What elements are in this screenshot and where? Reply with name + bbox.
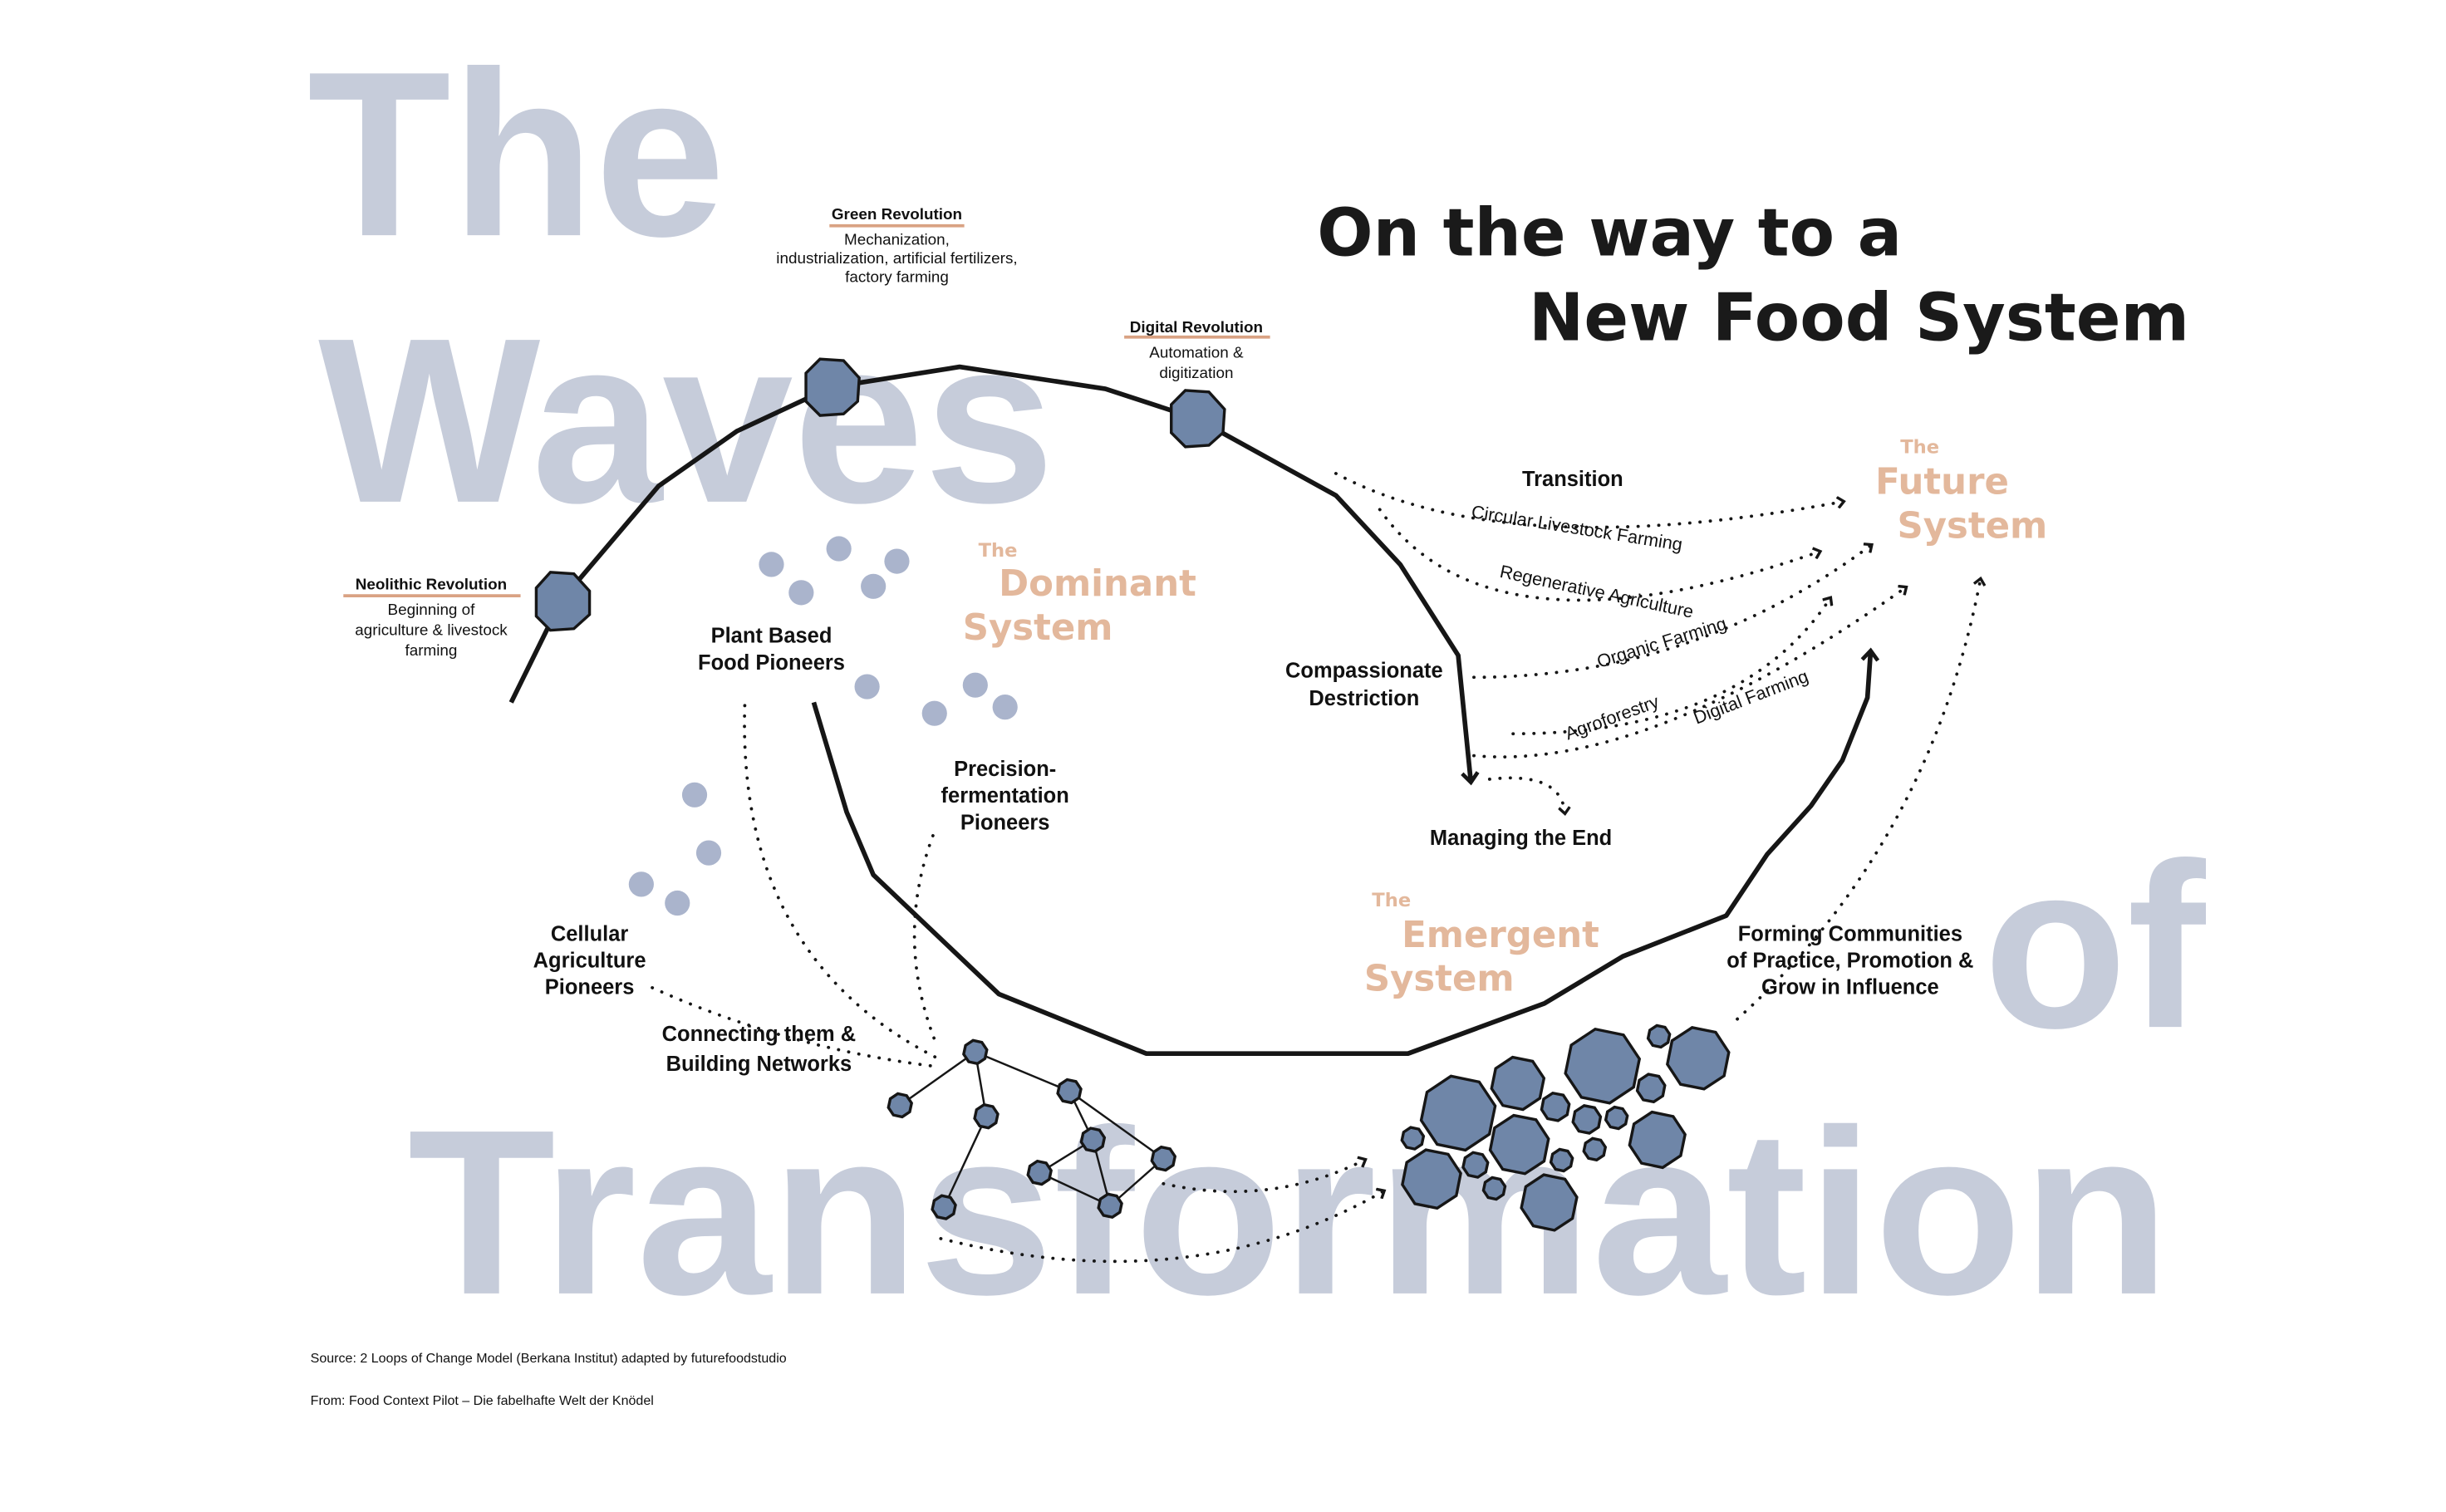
plant-based-to-network-path [743,704,940,1060]
communities-label: Grow in Influence [1761,975,1939,999]
network-node [973,1102,1000,1130]
dominant-system-label: Dominant [999,563,1196,605]
community-node [1549,1147,1574,1173]
community-node [1628,1110,1687,1170]
milestone-digital-desc: Automation & [1149,343,1244,361]
networks-label: Building Networks [666,1053,852,1076]
pioneer-dots [628,536,1018,916]
milestone-green-title: Green Revolution [832,205,962,223]
milestone-neolithic-desc: farming [405,641,458,659]
emergent-system-label: Emergent [1402,915,1599,956]
network-node [1150,1145,1177,1172]
network-to-community-path [939,1191,1383,1264]
managing-end-path [1487,776,1565,812]
communities-to-future-path [1736,580,1981,1021]
community-node [1604,1105,1629,1131]
title-line2: New Food System [1529,279,2189,356]
managing-end-label: Managing the End [1430,827,1612,850]
transition-path-label: Organic Farming [1594,613,1729,672]
communities-label: Forming Communities [1738,922,1962,945]
cellular-label: Cellular [551,922,629,945]
community-node [1419,1074,1497,1152]
future-system-the: The [1900,436,1939,458]
transition-path-regenerative [1378,508,1819,602]
compassionate-label: Compassionate [1285,659,1443,682]
community-node [1488,1113,1550,1176]
emergent-system-label: System [1364,959,1515,1000]
milestone-green-desc: factory farming [845,268,949,286]
community-node [1481,1176,1507,1201]
milestone-green-desc: industrialization, artificial fertilizer… [776,249,1017,267]
precision-to-network-path [912,833,940,1049]
milestone-neolithic-desc: Beginning of [388,601,476,618]
milestone-digital-desc: digitization [1159,364,1233,381]
network-nodes [887,1038,1177,1220]
dominant-system-label: System [963,607,1113,649]
community-node [1461,1151,1490,1179]
dominant-system-the: The [979,540,1018,562]
source-note: Source: 2 Loops of Change Model (Berkana… [311,1351,787,1366]
precision-label: Pioneers [960,811,1050,834]
milestone-digital-title: Digital Revolution [1130,318,1263,336]
cellular-to-network-path [651,986,935,1068]
community-node [1520,1173,1579,1232]
networks-label: Connecting them & [662,1023,856,1046]
transition-path-label: Circular Livestock Farming [1470,501,1683,555]
milestone-node-green [804,357,861,417]
dominant-system-curve [508,364,1480,786]
community-node [1571,1104,1603,1135]
plant-based-label: Plant Based [711,625,833,648]
milestone-node-digital [1170,389,1226,449]
communities-label: of Practice, Promotion & [1726,949,1973,972]
transition-path-label: Regenerative Agriculture [1498,561,1696,622]
cellular-label: Agriculture [533,949,646,972]
bg-title-transformation: Transformation [408,1081,2170,1343]
emergent-system-the: The [1372,890,1411,911]
milestone-green-desc: Mechanization, [844,230,950,248]
community-node [1646,1024,1672,1049]
transition-path-digital [1511,599,1830,736]
community-node [1400,1126,1426,1151]
transition-path-circular [1334,472,1843,529]
network-node [1026,1159,1053,1186]
future-system-label: Future [1875,461,2009,503]
milestone-neolithic-title: Neolithic Revolution [356,576,507,593]
community-node [1401,1148,1462,1210]
title-line1: On the way to a [1317,194,1902,272]
network-to-community-path [1162,1161,1364,1194]
milestone-neolithic-desc: agriculture & livestock [355,621,508,638]
community-node [1540,1091,1571,1122]
network-node [931,1194,957,1220]
cellular-label: Pioneers [545,975,635,999]
bg-title-the: The [307,22,725,285]
compassionate-label: Destriction [1309,687,1419,710]
network-node [1097,1192,1123,1220]
community-cluster [1400,1024,1731,1232]
community-node [1490,1055,1546,1112]
community-node [1582,1136,1608,1162]
precision-label: Precision- [954,758,1056,781]
community-node [1666,1026,1731,1091]
transition-path-label: Agroforestry [1562,691,1662,744]
precision-label: fermentation [941,784,1069,808]
community-node [1635,1073,1667,1104]
future-system-label: System [1897,505,2047,547]
from-note: From: Food Context Pilot – Die fabelhaft… [311,1393,654,1408]
bg-title-waves: Waves [318,289,1054,552]
emergent-system-curve [811,647,1880,1057]
network-node [962,1038,989,1066]
bg-title-of: of [1983,814,2208,1077]
milestone-node-neolithic [534,571,592,632]
plant-based-label: Food Pioneers [698,651,845,675]
transition-label: Transition [1522,468,1623,491]
network-node [1056,1078,1083,1105]
network-node [1079,1127,1107,1153]
network-node [887,1092,914,1119]
community-node [1564,1027,1642,1105]
